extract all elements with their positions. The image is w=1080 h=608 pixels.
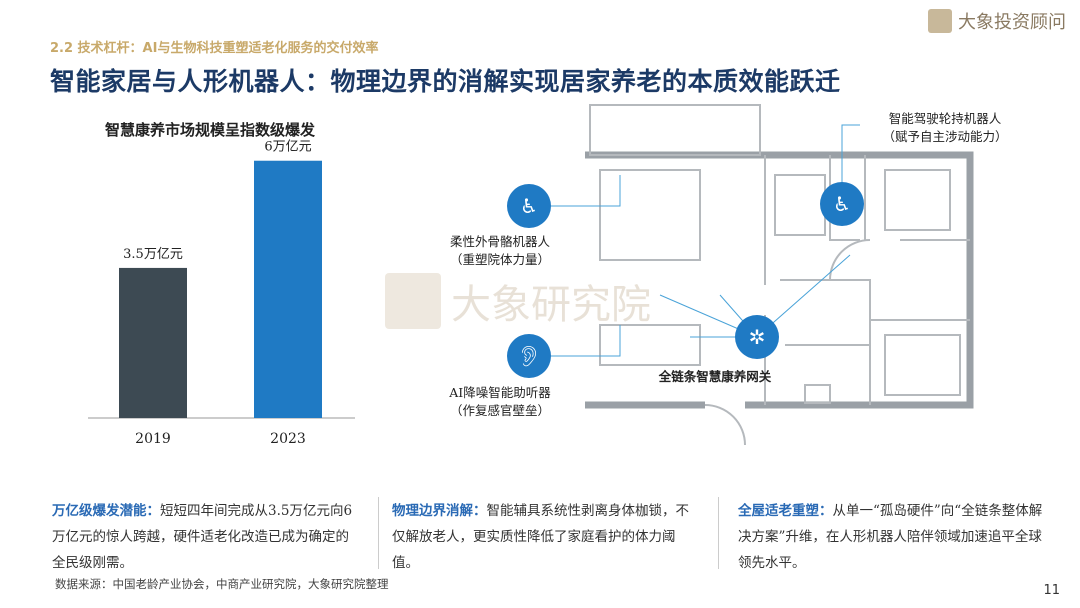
section-subtitle: 2.2 技术杠杆：AI与生物科技重塑适老化服务的交付效率 (50, 41, 379, 56)
floor-plan (551, 104, 974, 446)
source-note: 数据来源：中国老龄产业协会，中商产业研究院，大象研究院整理 (55, 577, 389, 591)
x-tick-label: 2023 (270, 431, 306, 447)
icon-gateway: ✲ (735, 315, 779, 359)
page-number: 11 (1043, 583, 1060, 598)
divider (718, 497, 719, 569)
note-whole-home: 全屋适老重塑：从单一“孤岛硬件”向“全链条整体解决方案”升维，在人形机器人陪伴领… (738, 503, 1043, 571)
icon-hearing-aid: 👂︎ (507, 334, 551, 378)
x-tick-label: 2019 (135, 431, 171, 447)
page-title: 智能家居与人形机器人：物理边界的消解实现居家养老的本质效能跃迁 (50, 67, 841, 96)
label-hearing-aid: AI降噪智能助听器（作复感官壁垒） (449, 385, 551, 418)
logo-icon (928, 9, 952, 33)
note-market: 万亿级爆发潜能：短短四年间完成从3.5万亿元向6万亿元的惊人跨越，硬件适老化改造… (52, 503, 353, 571)
watermark-logo-icon (385, 273, 441, 329)
divider (378, 497, 379, 569)
icon-wheelchair: ♿ (820, 182, 864, 226)
data-label: 3.5万亿元 (123, 247, 183, 262)
bar-chart: 3.5万亿元 2019 6万亿元 2023 (88, 140, 355, 447)
watermark-text: 大象研究院 (451, 282, 651, 328)
watermark: 大象研究院 (385, 272, 651, 330)
data-label: 6万亿元 (264, 140, 311, 155)
label-exoskeleton: 柔性外骨骼机器人（重塑院体力量） (449, 234, 550, 267)
brand-logo: 大象投资顾问 (928, 8, 1066, 34)
logo-text: 大象投资顾问 (958, 12, 1066, 33)
bar-2023 (254, 160, 322, 418)
label-wheelchair: 智能驾驶轮持机器人（赋予自主涉动能力） (882, 111, 1008, 144)
note-physical: 物理边界消解：智能辅具系统性剥离身体枷锁，不仅解放老人，更实质性降低了家庭看护的… (392, 503, 689, 571)
bar-2019 (119, 267, 187, 418)
icon-exoskeleton: ♿︎ (507, 184, 551, 228)
label-gateway: 全链条智慧康养网关 (658, 369, 772, 384)
chart-title: 智慧康养市场规模呈指数级爆发 (104, 121, 315, 139)
